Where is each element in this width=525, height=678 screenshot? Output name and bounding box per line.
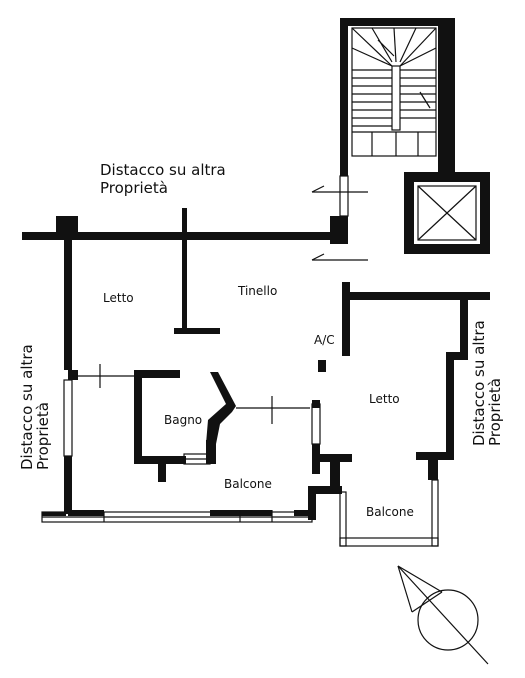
room-label-balcone-right: Balcone <box>366 505 414 519</box>
top-note: Distacco su altra Proprietà <box>100 161 226 197</box>
left-note-line-1: Distacco su altra <box>18 344 36 470</box>
left-note-line-2: Proprietà <box>34 402 52 470</box>
room-label-bagno: Bagno <box>164 413 202 427</box>
staircase-icon <box>340 18 455 172</box>
room-label-letto-left: Letto <box>103 291 134 305</box>
right-note-line-2: Proprietà <box>486 378 504 446</box>
top-note-line-2: Proprietà <box>100 179 168 197</box>
north-compass-icon <box>397 565 489 665</box>
elevator-icon <box>404 172 490 254</box>
room-label-tinello: Tinello <box>237 284 277 298</box>
right-note: Distacco su altra Proprietà <box>470 320 504 446</box>
entrance-arrow-icon <box>311 185 368 261</box>
top-note-line-1: Distacco su altra <box>100 161 226 179</box>
room-label-letto-right: Letto <box>369 392 400 406</box>
right-note-line-1: Distacco su altra <box>470 320 488 446</box>
bathroom-walls <box>134 370 236 482</box>
room-label-balcone-left: Balcone <box>224 477 272 491</box>
left-note: Distacco su altra Proprietà <box>18 344 52 470</box>
room-label-ac: A/C <box>314 333 335 347</box>
